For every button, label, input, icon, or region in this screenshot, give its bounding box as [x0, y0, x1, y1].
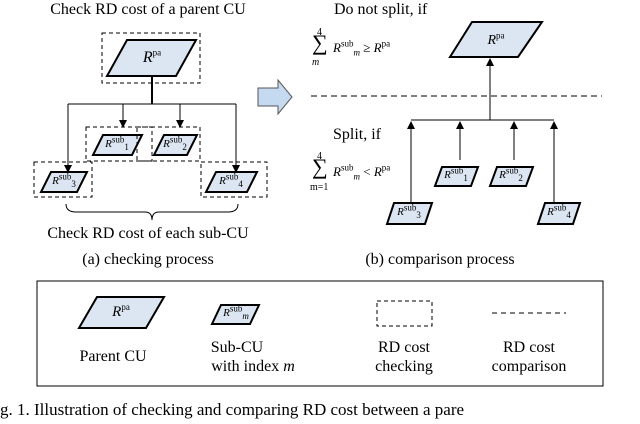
legend-rd-check-label-1: RD cost [378, 339, 430, 356]
legend-parent-symbol: Rpa [112, 302, 130, 320]
sub-cu-brace [65, 203, 239, 221]
parent-cu-label-b: Rpa [487, 30, 505, 48]
sub-cu-3-label-b: Rsub3 [397, 202, 421, 221]
no-split-lower-limit: m [312, 57, 320, 68]
sub-cu-3-shape-b [385, 202, 434, 225]
parent-cu-shape [105, 39, 198, 77]
sub-cu-4-shape [204, 171, 259, 193]
panel-b-caption: (b) comparison process [365, 251, 515, 268]
split-lower-limit: m=1 [310, 182, 329, 193]
sub-cu-1-label-b: Rsub1 [444, 165, 468, 184]
sub-cu-1-label: Rsub1 [105, 134, 129, 153]
no-split-upper-limit: 4 [317, 27, 322, 38]
legend-sub-label-1: Sub-CU [210, 339, 264, 356]
split-sigma: ∑ [312, 154, 328, 179]
sub1-check-box [85, 126, 153, 162]
sub-cu-2-label-b: Rsub2 [499, 165, 523, 184]
sub-cu-4-label-b: Rsub4 [547, 202, 571, 221]
legend-rd-compare-label-2: comparison [491, 358, 567, 375]
tree-connectors-a [64, 76, 240, 173]
panel-a-bottom-label: Check RD cost of each sub-CU [47, 225, 249, 242]
legend-rd-check-label-2: checking [375, 358, 433, 375]
sub-cu-3-shape [39, 171, 89, 193]
no-split-sigma: ∑ [312, 30, 328, 55]
legend-sub-label-2: with index m [211, 358, 295, 375]
sub4-check-box [200, 161, 268, 198]
comparison-connectors [407, 58, 558, 202]
sub-cu-2-shape [152, 134, 199, 156]
sub-cu-2-shape-b [488, 166, 535, 187]
panel-a-caption: (a) checking process [82, 251, 214, 268]
legend-rd-compare-label-1: RD cost [503, 339, 555, 356]
legend-sub-shape [210, 304, 261, 325]
sub2-check-box [136, 126, 201, 162]
sub-cu-1-shape [91, 134, 144, 156]
parent-cu-label: Rpa [142, 47, 162, 66]
transition-arrow [257, 78, 293, 116]
no-split-formula: Rsubm ≥ Rpa [333, 38, 391, 58]
sub3-check-box [33, 161, 93, 198]
sub-cu-1-shape-b [433, 166, 480, 187]
split-formula: Rsubm < Rpa [333, 162, 391, 182]
split-label: Split, if [333, 126, 382, 143]
figure-caption: g. 1. Illustration of checking and compa… [0, 400, 465, 419]
legend-parent-shape [77, 296, 166, 329]
split-upper-limit: 4 [317, 151, 322, 162]
parent-cu-shape-b [448, 21, 544, 58]
legend-box [36, 280, 604, 387]
sub-cu-3-label: Rsub3 [52, 171, 76, 190]
sub-cu-4-label: Rsub4 [219, 171, 243, 190]
legend-parent-label: Parent CU [79, 348, 147, 365]
legend-dashed-box [376, 300, 433, 327]
legend-sub-symbol: Rsubm [223, 303, 249, 322]
sub-cu-2-label: Rsub2 [163, 134, 187, 153]
panel-a-title: Check RD cost of a parent CU [50, 1, 246, 18]
sub-cu-4-shape-b [536, 202, 582, 225]
no-split-label: Do not split, if [334, 1, 428, 18]
